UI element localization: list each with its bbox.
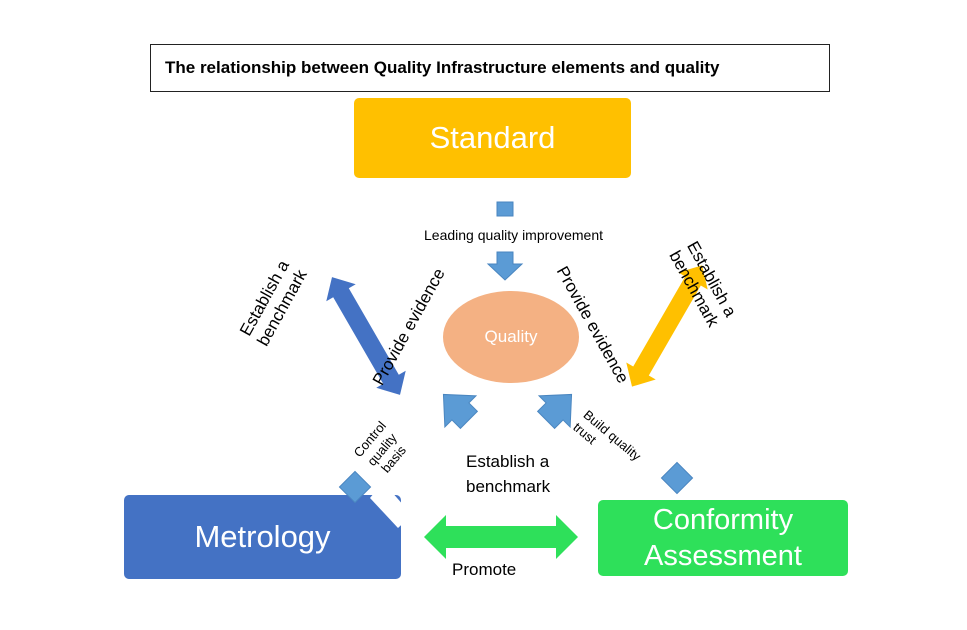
promote-label: Promote	[452, 560, 517, 579]
top-down-arrow	[486, 201, 524, 281]
right-double-arrow	[626, 265, 708, 387]
top-arrow-head	[486, 251, 524, 281]
metrology-label: Metrology	[194, 519, 331, 554]
leading-quality-label: Leading quality improvement	[424, 227, 603, 243]
quality-node: Quality	[443, 291, 579, 383]
diagram-title: The relationship between Quality Infrast…	[150, 44, 830, 92]
standard-label: Standard	[429, 120, 556, 155]
bottom-benchmark-line1: Establish a	[466, 452, 550, 471]
metrology-connector-gap	[370, 482, 412, 528]
bottom-double-arrow	[424, 515, 578, 559]
conformity-label-line1: Conformity	[652, 503, 794, 536]
top-arrow-shaft	[496, 201, 514, 217]
standard-node: Standard	[354, 98, 631, 178]
quality-label: Quality	[484, 327, 538, 346]
bottom-benchmark-line2: benchmark	[466, 476, 551, 496]
metrology-node: Metrology	[124, 495, 401, 579]
left-double-arrow	[326, 277, 406, 395]
conformity-label-line2: Assessment	[644, 540, 802, 572]
metrology-to-quality-arrow	[338, 393, 479, 504]
conformity-to-quality-arrow	[536, 393, 694, 495]
conformity-assessment-node: Conformity Assessment	[598, 500, 848, 576]
bottom-benchmark-label: Establish a benchmark	[466, 450, 550, 499]
